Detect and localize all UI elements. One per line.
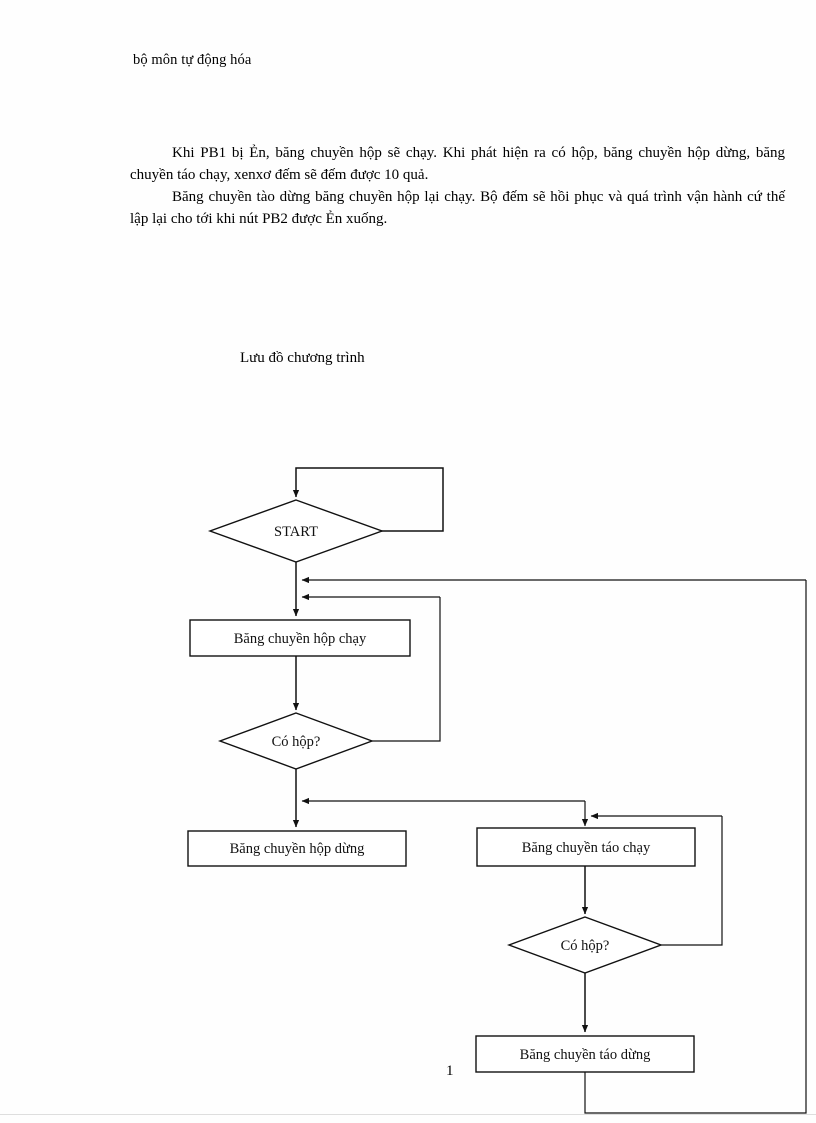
footer-divider <box>0 1114 816 1115</box>
edge-cohop2-right-branch <box>661 816 723 946</box>
body-text-block: Khi PB1 bị Ẻn, băng chuyền hộp sẽ chạy. … <box>130 142 785 230</box>
node-hopdung-shape <box>187 830 407 867</box>
edge-cohop1-right-branch <box>372 597 441 742</box>
paragraph-1: Khi PB1 bị Ẻn, băng chuyền hộp sẽ chạy. … <box>130 145 785 183</box>
node-taochay-label: Băng chuyền táo chạy <box>522 840 651 856</box>
node-cohop1-label: Có hộp? <box>272 734 321 750</box>
document-header: bộ môn tự động hóa <box>133 52 252 68</box>
node-taodung-shape <box>475 1035 695 1073</box>
flowchart-title: Lưu đồ chương trình <box>240 350 365 366</box>
page-number: 1 <box>446 1063 454 1079</box>
paragraph-2: Băng chuyền tào dừng băng chuyền hộp lại… <box>130 189 785 227</box>
node-start-label: START <box>274 524 318 540</box>
node-hopdung-label: Băng chuyền hộp dừng <box>230 841 365 857</box>
edge-start-loopback <box>292 467 444 532</box>
node-hopchay-label: Băng chuyền hộp chạy <box>234 631 367 647</box>
node-hopchay-shape <box>189 619 411 657</box>
node-taochay-shape <box>476 827 696 867</box>
node-cohop2-label: Có hộp? <box>561 938 610 954</box>
edge-global-return-line <box>584 580 807 1114</box>
node-taodung-label: Băng chuyền táo dừng <box>520 1047 651 1063</box>
